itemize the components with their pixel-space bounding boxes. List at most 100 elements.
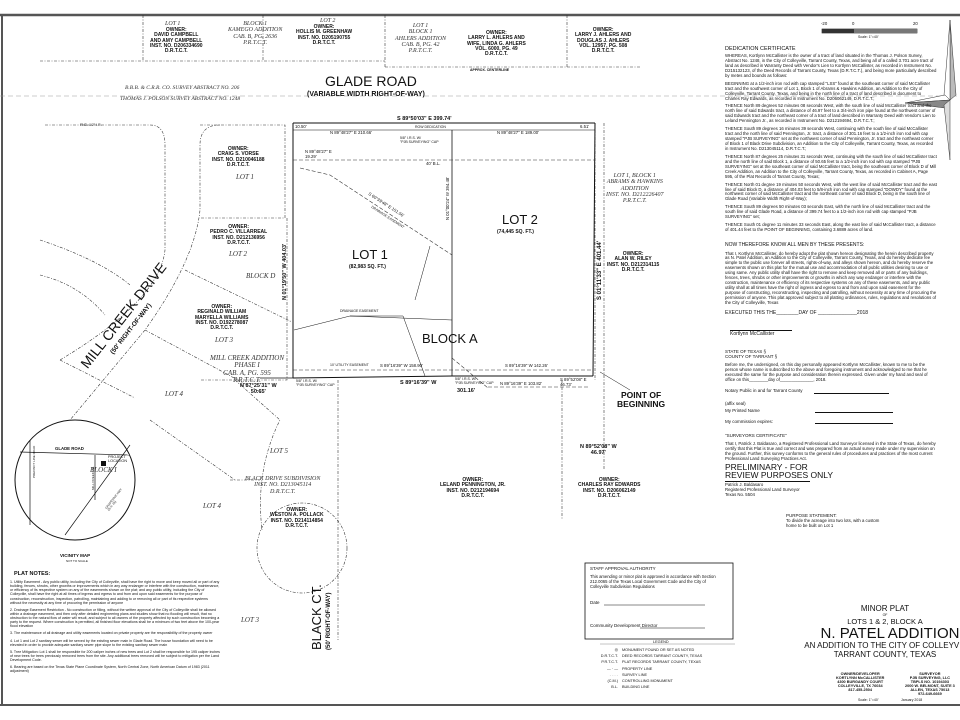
- legend-list: ◎MONUMENT FOUND OR SET AS NOTED D.R.T.C.…: [598, 647, 703, 690]
- black-ct-label: BLACK CT.: [309, 584, 324, 650]
- notary-public: Notary Public in and for Tarrant County: [725, 388, 803, 394]
- west-lot-label: LOT 4: [165, 390, 183, 398]
- legend-symbol: - - - -: [609, 672, 618, 677]
- expires-line[interactable]: [815, 419, 893, 425]
- north-bearing: S 89°50'03" E 399.74': [397, 116, 452, 122]
- west-lot-label: LOT 3: [215, 336, 233, 344]
- notary-expires: My commission expires:: [725, 419, 774, 424]
- notary-printed-row: My Printed Name: [725, 408, 937, 413]
- west-bearing: N 01°19'50" W 404.03': [282, 243, 288, 300]
- notary-seal: (affix seal): [725, 400, 746, 406]
- legend-text: CONTROLLING MONUMENT: [622, 679, 673, 684]
- vicinity-street: MILL CREEK DR.: [91, 466, 95, 490]
- title-addition-name: N. PATEL ADDITION: [820, 624, 960, 642]
- drainage-easement-label-2: DRAINAGE EASEMENT: [340, 309, 379, 313]
- certificates-column: DEDICATION CERTIFICATE WHEREAS, Kortlynn…: [725, 46, 937, 528]
- adjoiner-lines: [39, 15, 640, 640]
- black-ct-row: (50' RIGHT-OF-WAY): [326, 592, 332, 650]
- title-city: AN ADDITION TO THE CITY OF COLLEYVILLE: [804, 640, 960, 650]
- south-lot-label: LOT 3: [241, 616, 259, 624]
- preliminary-stamp: PRELIMINARY - FOR REVIEW PURPOSES ONLY: [725, 461, 834, 481]
- road-name: GLADE ROAD: [325, 73, 417, 89]
- legend-symbol: — · —: [607, 666, 618, 671]
- legend-item: B.L.BUILDING LINE: [598, 684, 702, 690]
- scale-bar: [821, 28, 918, 34]
- plat-note: 2. Drainage Easement Restriction - No co…: [10, 607, 220, 629]
- plat-note: 3. The maintenance of all drainage and u…: [10, 631, 213, 636]
- title-lots: LOTS 1 & 2, BLOCK A: [847, 616, 923, 626]
- utility-easement-label: 10' UTILITY EASEMENT: [330, 363, 369, 367]
- scale-tick: 20: [913, 21, 918, 26]
- staff-approval-box: [584, 562, 734, 640]
- irs-label: 5/8" I.R.S. W/ "PJB SURVEYING" CAP: [455, 377, 494, 385]
- south-lot-label: LOT 5: [270, 447, 288, 455]
- lot-2-label: LOT 2: [502, 212, 538, 227]
- dedication-paragraph: BEGINNING at a 1/2-inch iron rod with ca…: [725, 80, 931, 101]
- scale-label: Scale: 1"=40': [858, 35, 879, 39]
- notary-expires-row: My commission expires:: [725, 419, 937, 425]
- cul-de-sac: [256, 502, 348, 594]
- title-block: MINOR PLAT OF LOTS 1 & 2, BLOCK A N. PAT…: [795, 604, 960, 659]
- adjoiner-lot-label: LOT 2: [320, 18, 336, 24]
- easement-lines: [293, 159, 595, 389]
- south-distance: 301.16': [457, 388, 476, 394]
- surveyor-text: That I, Patrick J. Baldasaro, a Register…: [725, 441, 936, 461]
- east-adjoiner-owner: OWNER: ALAN W. RILEY INST. NO. D21231411…: [607, 251, 660, 273]
- plat-notes: PLAT NOTES: 1. Utility Easement - Any pu…: [10, 571, 220, 673]
- dedication-paragraph: THENCE South 89 degrees 50 minutes 03 se…: [725, 204, 931, 220]
- adjoiner-owner: OWNER: HOLLIS M. GREENHAW INST. NO. D205…: [296, 24, 353, 46]
- north-arrow: [904, 19, 957, 161]
- south-adjoiner-owner: OWNER: CHARLES RAY EDWARDS INST. NO. D20…: [578, 477, 641, 499]
- notary-signature-line[interactable]: [814, 389, 890, 394]
- legend-item: ◎MONUMENT FOUND OR SET AS NOTED: [598, 647, 702, 653]
- legend-text: SURVEY LINE: [622, 672, 647, 677]
- dedication-paragraph: WHEREAS, Kortlynn McCallister is the own…: [725, 53, 937, 78]
- vicinity-map-note: NOT TO SCALE: [66, 559, 88, 563]
- vicinity-map-title: VICINITY MAP: [60, 553, 91, 558]
- property-boundary: [260, 122, 596, 379]
- mill-creek-addition: MILL CREEK ADDITION PHASE I CAB. A, PG. …: [210, 354, 285, 385]
- west-adjoiner-owner: OWNER: PEDRO C. VILLARREAL INST. NO. D21…: [210, 224, 268, 246]
- vicinity-map-circle: [14, 419, 136, 541]
- southwest-bearing: N 87°25'31" W 50.65': [240, 383, 277, 395]
- west-adjoiner-owner: OWNER: REGINALD WILLIAM MARYELLA WILLIAM…: [195, 304, 249, 331]
- vicinity-road: GLADE ROAD: [55, 446, 84, 451]
- surveyor-title: "SURVEYORS CERTIFICATE": [725, 433, 787, 439]
- notary-text: Before me, the undersigned, on this day …: [725, 361, 928, 382]
- vicinity-project-location: PROJECT LOCATION: [108, 455, 128, 463]
- bl-tie-bearing: N 89°48'27" E 19.29': [305, 149, 332, 159]
- building-line-label: 40' B.L.: [426, 161, 441, 166]
- dedication-paragraph: THENCE North 01 degree 19 minutes 50 sec…: [725, 181, 937, 202]
- adjoiner-lot-label: LOT 1: [165, 21, 181, 27]
- north-lot1-bearing: N 89°48'27" E 210.66': [330, 130, 372, 135]
- south-lot1-bearing: S 89°16'39" W 158.90': [380, 363, 423, 368]
- surveyor-signature: Patrick J. Baldasaro Registered Professi…: [725, 480, 810, 498]
- southeast-bearing: N 89°52'08" W 46.97': [580, 444, 617, 456]
- legend-symbol: ◎: [614, 648, 618, 652]
- notary-public-row: Notary Public in and for Tarrant County: [725, 388, 937, 394]
- legend-symbol: B.L.: [611, 685, 618, 690]
- black-drive-subdivision: BLACK DRIVE SUBDIVISION INST. NO. D21304…: [245, 476, 321, 495]
- leader-lines: [293, 245, 631, 391]
- south-adjoiner-owner: OWNER: WESTON A. POLLACK INST. NO. D2141…: [270, 507, 324, 529]
- lot-line-bearing: N 01°00'24" W 394.48': [445, 176, 450, 220]
- vicinity-map-roads: [19, 440, 131, 536]
- north-lot2-bearing: N 89°48'27" E 189.00': [497, 130, 539, 135]
- scale-tick: -20: [821, 21, 828, 26]
- lot-1-label: LOT 1: [352, 247, 388, 262]
- vicinity-street: PRECINCT LINE ROAD: [32, 445, 36, 478]
- dedication-paragraph: THENCE North 89 degrees 52 minutes 08 se…: [725, 103, 936, 124]
- legend-item: P.R.T.C.T.PLAT RECORDS TARRANT COUNTY, T…: [598, 659, 702, 665]
- row-dedication-label: ROW DEDICATION: [415, 125, 446, 129]
- adjoiner-subdivision: BLOCK 1 KAMEGO ADDITION CAB. B, PG. 2636…: [228, 21, 283, 46]
- lot-2-area: (74,445 SQ. FT.): [497, 229, 534, 235]
- title-owner: OWNER/DEVELOPER KORTLYNN McCALLISTER 430…: [836, 672, 885, 692]
- adjoiner-owner: OWNER: DAVID CAMPBELL AND AMY CAMPBELL I…: [150, 27, 203, 54]
- printed-name-line[interactable]: [815, 408, 893, 413]
- plat-note: 1. Utility Easement - Any public utility…: [10, 580, 220, 605]
- scale-tick: 0: [852, 21, 855, 26]
- legend-symbol: D.R.T.C.T.: [600, 654, 618, 659]
- dim-east: 6.51': [580, 124, 590, 129]
- dim-west: 10.50': [295, 124, 307, 129]
- purpose-text: To divide the acreage into two lots, wit…: [786, 517, 880, 528]
